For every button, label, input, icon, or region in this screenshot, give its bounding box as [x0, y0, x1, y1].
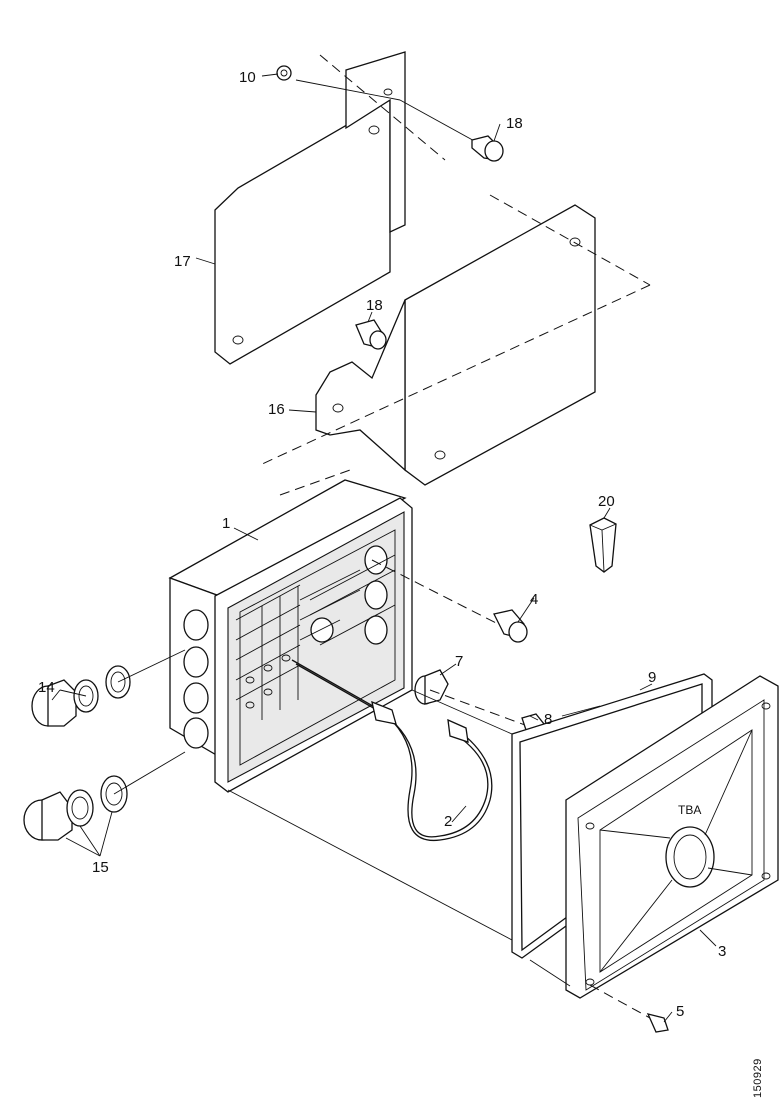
part-label-2: 2	[444, 813, 452, 830]
screw-4	[371, 559, 528, 643]
knob-20	[589, 517, 617, 573]
part-label-7: 7	[455, 653, 463, 670]
assembly-axis-lines-bottom	[227, 689, 571, 987]
part-label-5: 5	[676, 1003, 684, 1020]
cover-label-tba: TBA	[678, 803, 701, 817]
screw-8	[429, 689, 545, 733]
part-label-18-lower: 18	[366, 297, 383, 314]
enclosure-box-1	[168, 479, 413, 793]
plug-15	[23, 751, 186, 841]
part-label-1: 1	[222, 515, 230, 532]
cable-2	[291, 659, 493, 842]
document-id: 150929	[752, 1058, 764, 1098]
part-label-10: 10	[239, 69, 256, 86]
part-label-4: 4	[530, 591, 538, 608]
screw-18-upper	[471, 135, 504, 162]
part-label-16: 16	[268, 401, 285, 418]
part-label-9: 9	[648, 669, 656, 686]
cover-plate-17	[214, 51, 406, 365]
leader-lines	[51, 73, 717, 1023]
front-cover-3	[565, 675, 779, 999]
mounting-bracket-16	[315, 204, 596, 486]
part-label-15: 15	[92, 859, 109, 876]
part-label-20: 20	[598, 493, 615, 510]
part-label-8: 8	[544, 711, 552, 728]
plug-14	[31, 649, 186, 727]
part-label-18-upper: 18	[506, 115, 523, 132]
part-label-14: 14	[38, 679, 55, 696]
assembly-axis-lines-top	[259, 54, 651, 496]
nut-10	[276, 65, 292, 81]
cable-gland-7	[414, 669, 449, 705]
part-label-17: 17	[174, 253, 191, 270]
part-label-3: 3	[718, 943, 726, 960]
screw-5	[589, 984, 669, 1033]
screw-18-lower	[355, 319, 387, 350]
